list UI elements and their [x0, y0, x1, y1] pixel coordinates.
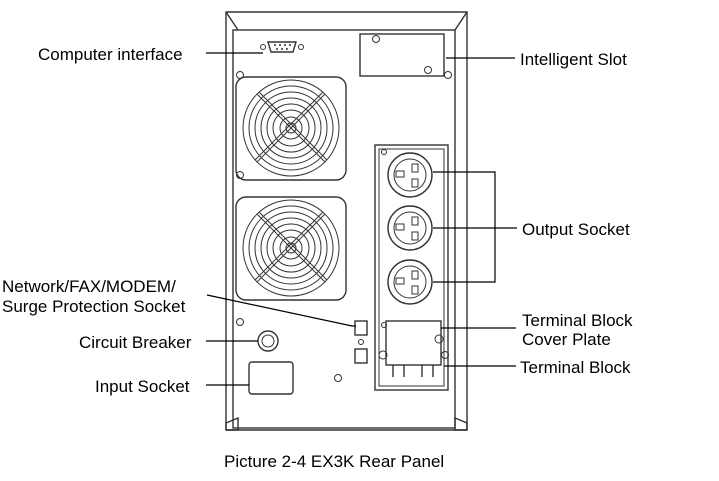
circuit-breaker: [257, 330, 279, 352]
right-foot: [454, 416, 468, 431]
rear-panel-plate: [232, 29, 456, 429]
callout-lines: [206, 52, 517, 386]
label-output-socket: Output Socket: [522, 220, 630, 239]
input-socket: [248, 361, 294, 395]
cooling-fan-upper: [235, 76, 347, 181]
output-socket-panel: [374, 144, 449, 391]
label-terminal-cover-line1: Terminal Block: [522, 311, 633, 330]
leader-network-socket: [206, 294, 356, 327]
intelligent-slot-cover: [359, 33, 445, 77]
label-terminal-cover-line2: Cover Plate: [522, 330, 611, 349]
output-socket: [387, 152, 433, 198]
network-surge-sockets: [354, 320, 368, 364]
label-computer-interface: Computer interface: [38, 45, 183, 64]
label-network-line1: Network/FAX/MODEM/: [2, 277, 176, 296]
label-circuit-breaker: Circuit Breaker: [79, 333, 192, 352]
cabinet-bevel-left: [225, 11, 239, 31]
cooling-fan-lower: [235, 196, 347, 301]
cabinet-bevel-right: [454, 11, 468, 31]
figure-caption: Picture 2-4 EX3K Rear Panel: [224, 452, 444, 471]
output-socket: [387, 259, 433, 305]
cabinet-outline: [225, 11, 468, 430]
output-socket: [387, 205, 433, 251]
bracket-output-socket: [433, 171, 496, 283]
computer-interface-port: [260, 41, 304, 53]
label-terminal-block: Terminal Block: [520, 358, 631, 377]
ups-rear-panel: [225, 11, 468, 431]
label-intelligent-slot: Intelligent Slot: [520, 50, 627, 69]
label-network-line2: Surge Protection Socket: [2, 297, 186, 316]
terminal-block: [378, 320, 444, 377]
label-input-socket: Input Socket: [95, 377, 190, 396]
